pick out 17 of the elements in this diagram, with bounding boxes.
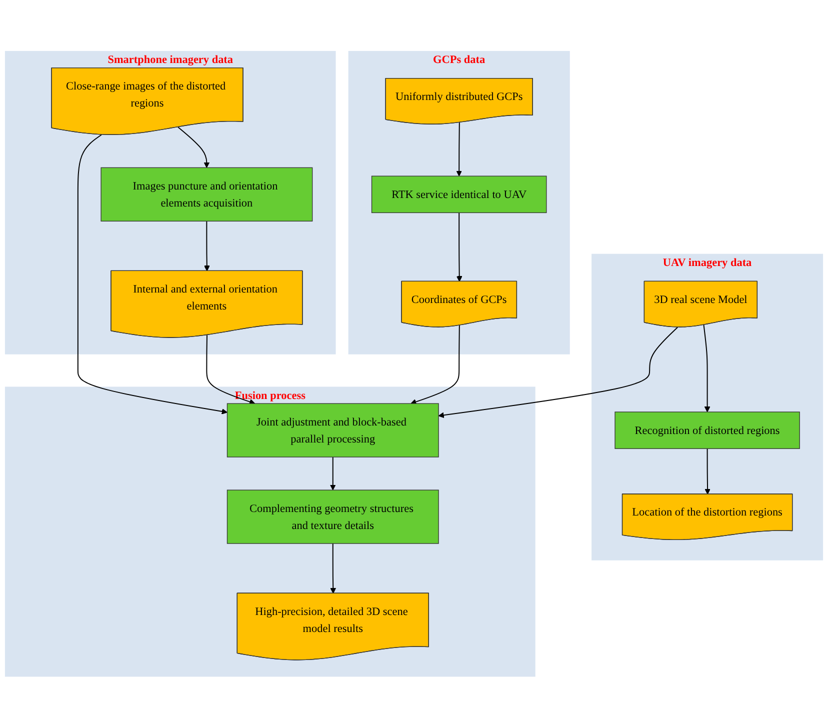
- arrow: [438, 326, 678, 418]
- node-box: Recognition of distorted regions: [614, 411, 800, 449]
- arrow: [330, 456, 336, 490]
- arrow: [178, 126, 210, 168]
- arrow: [77, 134, 228, 414]
- arrow: [704, 448, 710, 494]
- arrow: [410, 324, 460, 404]
- arrow: [456, 212, 462, 282]
- arrow: [206, 334, 256, 404]
- node-box: Joint adjustment and block-based parallel processing: [226, 402, 439, 457]
- arrow: [703, 324, 710, 412]
- node-box: Complementing geometry structures and texture details: [226, 489, 439, 544]
- arrow: [456, 122, 462, 176]
- arrow: [204, 220, 210, 271]
- arrow: [330, 542, 336, 594]
- node-box: Images puncture and orientation elements acquisition: [100, 166, 313, 222]
- node-box: RTK service identical to UAV: [371, 175, 547, 213]
